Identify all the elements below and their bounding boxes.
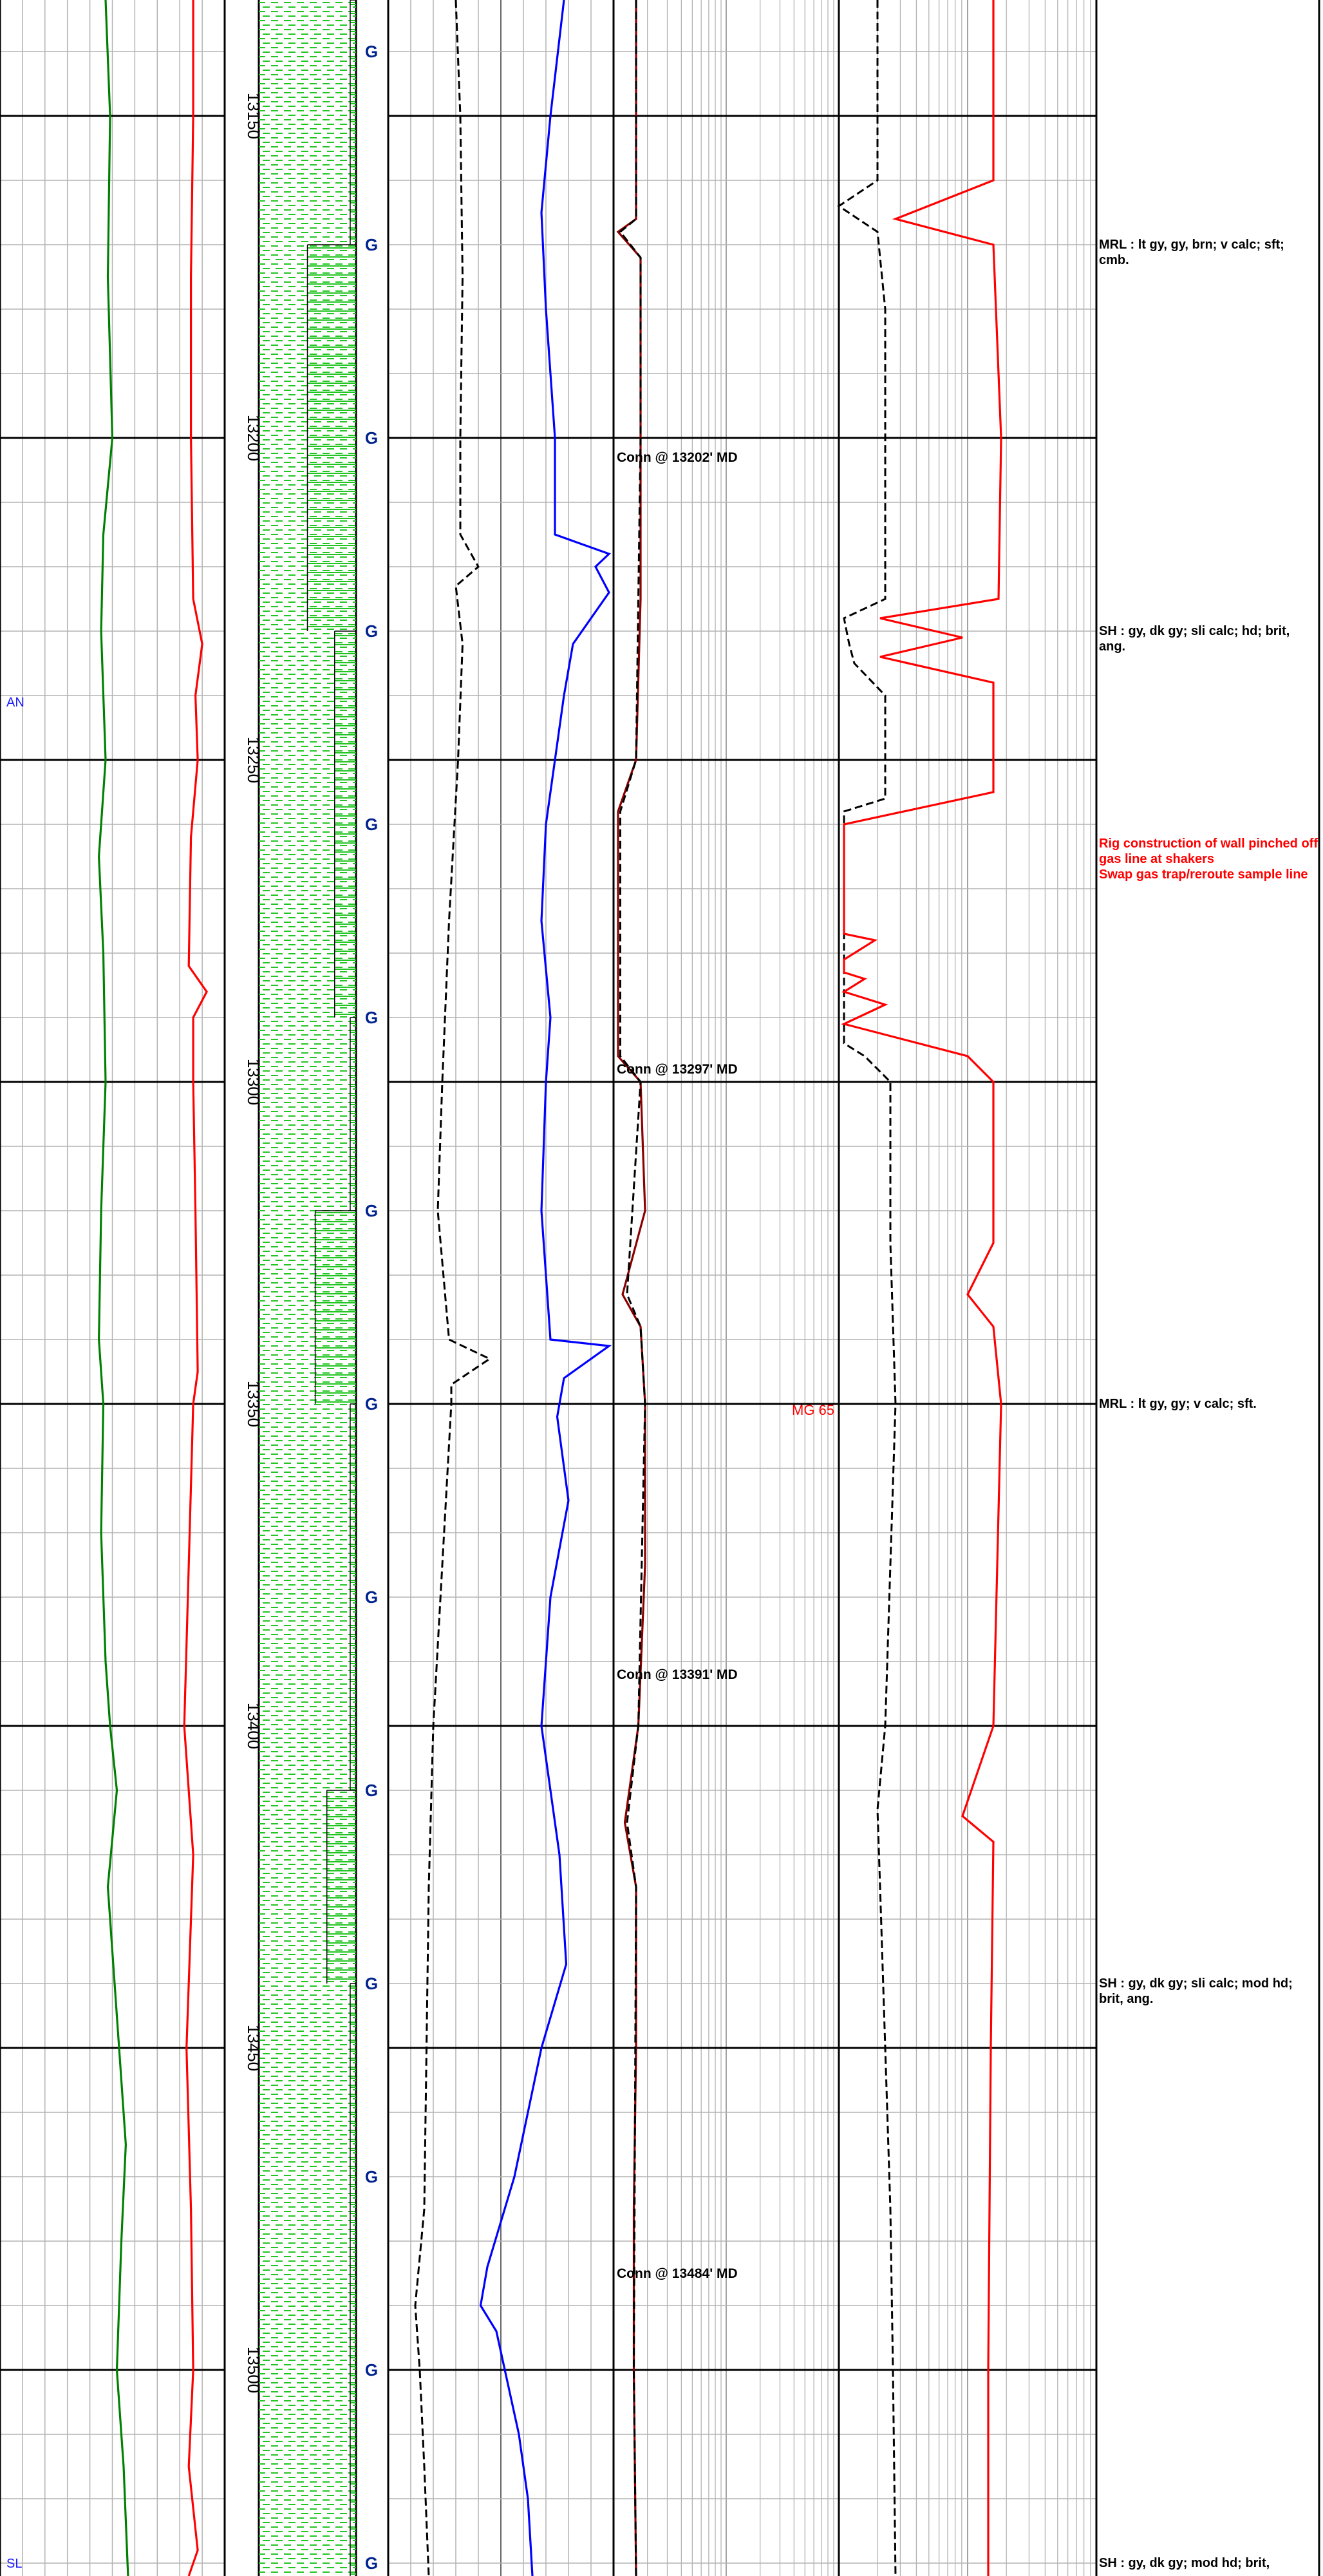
log-curves — [97, 0, 1002, 2576]
gas-marker: G — [365, 1974, 378, 1993]
lithology-interval — [334, 631, 356, 1018]
depth-tick-label: 13450 — [244, 2025, 263, 2071]
connection-annotation: Conn @ 13297' MD — [617, 1062, 738, 1077]
curve-green — [97, 0, 129, 2576]
gas-marker: G — [365, 2360, 378, 2380]
depth-tick-label: 13250 — [244, 737, 263, 783]
lithology-interval — [350, 1984, 356, 2576]
edge-label: SL — [6, 2557, 22, 2571]
gas-marker: G — [365, 1781, 378, 1800]
gas-marker: G — [365, 42, 378, 61]
depth-tick-label: 13500 — [244, 2347, 263, 2393]
gas-marker: G — [365, 621, 378, 641]
lithology-interval — [350, 0, 356, 245]
curve-red-track5 — [841, 0, 1002, 2576]
gas-marker: G — [365, 428, 378, 448]
depth-tick-label: 13350 — [244, 1381, 263, 1427]
depth-tick-label: 13150 — [244, 93, 263, 139]
curve-black-dashed-track3 — [414, 0, 492, 2576]
lithology-interval — [307, 245, 356, 631]
lithology-description: SH : gy, dk gy; sli calc; hd; brit, ang. — [1099, 624, 1290, 654]
mg-annotation: MG 65 — [792, 1402, 834, 1418]
curve-blue-track3 — [479, 0, 612, 2576]
curve-black-dashed-track5 — [837, 0, 897, 2576]
lithology-description: SH : gy, dk gy; sli calc; mod hd; brit, … — [1099, 1976, 1293, 2006]
lithology-description: SH : gy, dk gy; mod hd; brit, — [1099, 2556, 1270, 2570]
gas-marker: G — [365, 2553, 378, 2573]
curve-red-track1 — [183, 0, 208, 2576]
gas-marker: G — [365, 1587, 378, 1607]
lithology-column — [259, 0, 356, 2576]
lithology-interval — [315, 1211, 356, 1404]
gas-marker: G — [365, 235, 378, 254]
depth-tick-label: 13400 — [244, 1703, 263, 1749]
depth-tick-label: 13200 — [244, 415, 263, 461]
lithology-interval — [350, 1404, 356, 1790]
lithology-interval — [326, 1790, 356, 1984]
connection-annotation: Conn @ 13484' MD — [617, 2266, 738, 2281]
depth-tick-label: 13300 — [244, 1059, 263, 1105]
lithology-description: MRL : lt gy, gy, brn; v calc; sft; cmb. — [1099, 238, 1284, 267]
gas-marker: G — [365, 1394, 378, 1414]
connection-annotation: Conn @ 13202' MD — [617, 450, 738, 465]
curve-black-dashed-track4 — [619, 0, 646, 2576]
edge-label: AN — [6, 696, 24, 710]
lithology-description: MRL : lt gy, gy; v calc; sft. — [1099, 1397, 1257, 1411]
lithology-interval — [350, 1018, 356, 1211]
connection-annotation: Conn @ 13391' MD — [617, 1667, 738, 1682]
lithology-description: Rig construction of wall pinched off gas… — [1099, 837, 1318, 882]
gas-marker: G — [365, 2167, 378, 2186]
chart-labels: 13150 13200 13250 13300 13350 13400 13450 13500… — [6, 42, 834, 2573]
gas-marker: G — [365, 1201, 378, 1220]
gas-marker: G — [365, 1008, 378, 1027]
gas-marker: G — [365, 815, 378, 834]
